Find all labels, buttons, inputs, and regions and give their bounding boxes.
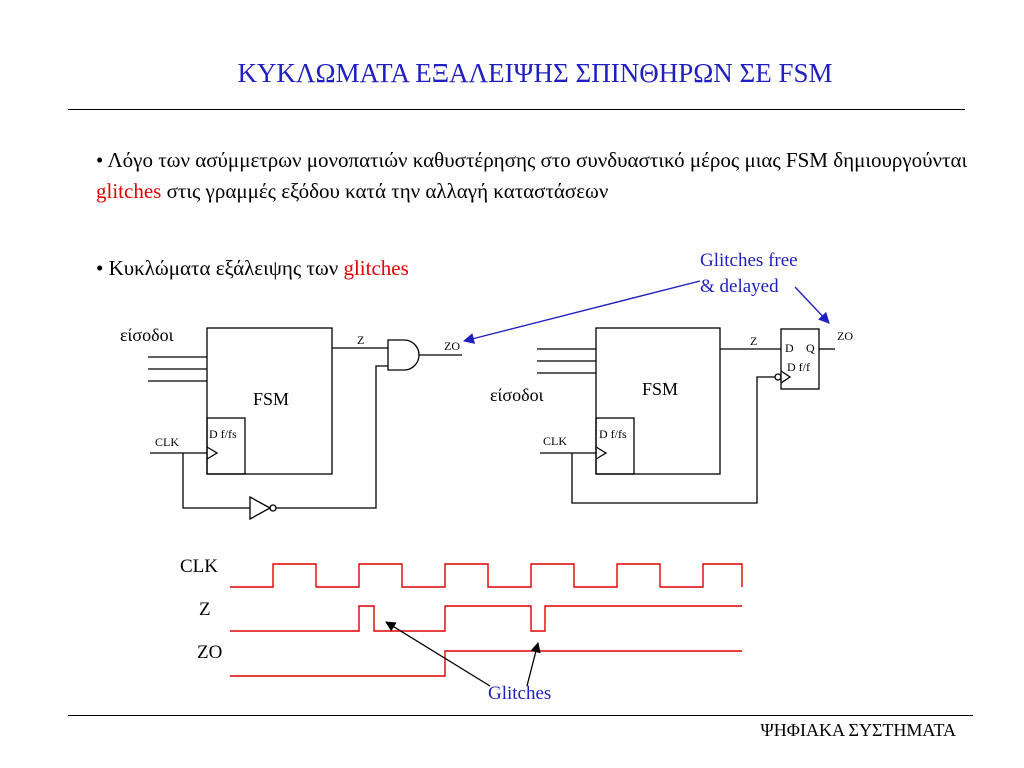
right-state-register xyxy=(595,417,635,475)
right-dff-clock-triangle xyxy=(780,370,792,384)
glitches-free-annotation: Glitches free & delayed xyxy=(700,248,798,300)
bullet-1-text-end: στις γραμμές εξόδου κατά την αλλαγή κατα… xyxy=(161,179,609,203)
right-fsm-block xyxy=(595,327,721,475)
bullet-1-highlight: glitches xyxy=(96,179,162,203)
glitch-pointer-1 xyxy=(385,621,491,687)
left-and-gate xyxy=(387,339,420,371)
waveform-clk-label: CLK xyxy=(180,556,218,577)
left-clk-feedback-wire xyxy=(182,453,250,509)
footer-text: ΨΗΦΙΑΚΑ ΣΥΣΤΗΜΑΤΑ xyxy=(760,720,956,740)
dff-name-label: D f/f xyxy=(787,360,810,374)
left-zo-label: ZO xyxy=(444,339,460,353)
annotation-arrow-right xyxy=(794,286,830,324)
title-divider xyxy=(68,109,965,110)
right-fsm-label: FSM xyxy=(642,379,679,399)
right-z-label: Z xyxy=(750,334,758,348)
annotation-arrow-left xyxy=(462,280,701,344)
left-inputs-label: είσοδοι xyxy=(120,325,174,345)
zo-waveform xyxy=(230,650,742,677)
left-inverter xyxy=(249,495,272,521)
waveform-zo-label: ZO xyxy=(197,642,223,663)
bullet-2-text: Κυκλώματα εξάλειψης των xyxy=(108,256,344,280)
right-output-dff xyxy=(780,328,820,390)
waveform-z-label: Z xyxy=(199,599,211,620)
glitch-pointer-2 xyxy=(526,641,541,687)
right-dff-clock-bubble xyxy=(774,373,782,381)
bullet-1-text: Λόγο των ασύμμετρων μονοπατιών καθυστέρη… xyxy=(107,148,968,172)
right-clk-label: CLK xyxy=(543,434,567,448)
glitches-label: Glitches xyxy=(488,683,552,704)
dff-d-pin-label: D xyxy=(785,341,794,355)
footer-divider xyxy=(68,715,973,716)
left-fsm-label: FSM xyxy=(253,389,290,409)
left-state-register xyxy=(206,417,246,475)
right-inputs-label: είσοδοι xyxy=(490,385,544,405)
slide-title: ΚΥΚΛΩΜΑΤΑ ΕΞΑΛΕΙΨΗΣ ΣΠΙΝΘΗΡΩΝ ΣΕ FSM xyxy=(237,58,833,88)
glitches-free-line-1: Glitches free xyxy=(700,250,798,271)
bullet-2-marker: • xyxy=(96,256,104,280)
right-clk-feedback-wire xyxy=(571,376,775,504)
glitches-free-line-2: & delayed xyxy=(700,276,779,297)
bullet-1: • Λόγο των ασύμμετρων μονοπατιών καθυστέ… xyxy=(96,145,976,207)
left-z-label: Z xyxy=(357,333,365,347)
left-fsm-block xyxy=(206,327,333,475)
left-inverted-clk-wire xyxy=(276,365,388,509)
dff-q-pin-label: Q xyxy=(806,341,815,355)
bullet-1-marker: • xyxy=(96,148,104,172)
timing-waveforms xyxy=(230,563,743,677)
left-ff-clock-triangle xyxy=(206,446,219,460)
left-clk-label: CLK xyxy=(155,435,179,449)
left-circuit xyxy=(148,327,462,521)
right-ff-clock-triangle xyxy=(595,446,608,460)
right-ff-label: D f/fs xyxy=(599,427,627,441)
bullet-2-highlight: glitches xyxy=(343,256,409,280)
right-circuit xyxy=(537,327,835,504)
left-ff-label: D f/fs xyxy=(209,427,237,441)
right-zo-label: ZO xyxy=(837,329,853,343)
z-waveform xyxy=(230,605,742,632)
clk-waveform xyxy=(230,563,743,588)
bullet-2: • Κυκλώματα εξάλειψης των glitches xyxy=(96,253,976,284)
